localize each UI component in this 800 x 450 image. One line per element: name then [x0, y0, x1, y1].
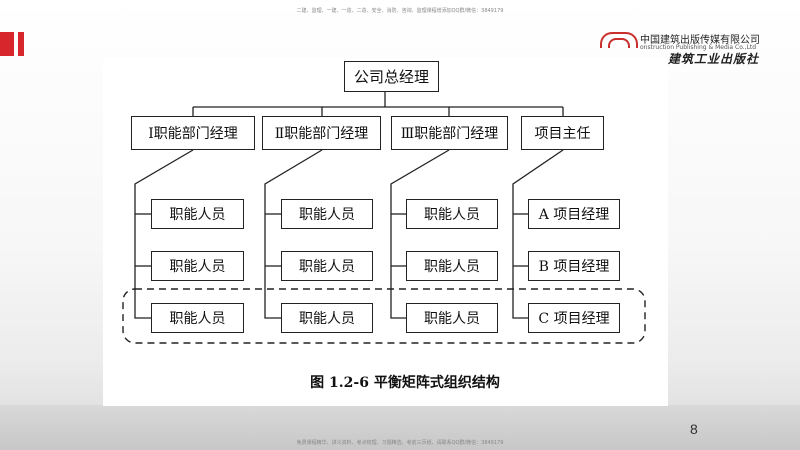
project-manager-label: B 项目经理: [538, 259, 610, 275]
staff-label: 职能人员: [169, 259, 226, 275]
project-manager-label: C 项目经理: [538, 311, 610, 327]
staff-box-c1-r2: 职能人员: [151, 251, 244, 281]
staff-label: 职能人员: [299, 207, 355, 223]
header-note: 二建、监理、一建、一造、二造、安全、消防、咨询、监理课程增添加QQ群/微信：38…: [296, 8, 504, 14]
staff-label: 职能人员: [169, 311, 226, 327]
staff-label: 职能人员: [424, 207, 480, 223]
footer-note: 免费课程精华、讲义资料、考点梳理、习题精选、考前三页纸、请联系QQ群/微信：38…: [296, 440, 504, 446]
staff-box-c1-r1: 职能人员: [151, 199, 244, 229]
col1-spine: [134, 149, 194, 319]
logo-chinese-name: 中国建筑出版传媒有限公司: [640, 35, 760, 46]
dashed-project-group: [122, 288, 646, 344]
staff-label: 职能人员: [424, 259, 480, 275]
dept-box-3: Ⅲ职能部门经理: [391, 116, 508, 150]
dept-box-4: 项目主任: [521, 116, 604, 150]
staff-box-c3-r3: 职能人员: [406, 303, 498, 333]
figure-caption: 图 1.2-6 平衡矩阵式组织结构: [310, 375, 500, 391]
project-manager-label: A 项目经理: [538, 207, 610, 223]
dept-label-3: Ⅲ职能部门经理: [400, 126, 499, 142]
root-box: 公司总经理: [344, 61, 439, 92]
staff-box-c2-r3: 职能人员: [281, 303, 373, 333]
col2-spine: [264, 149, 323, 319]
red-accent-bar: [0, 32, 14, 56]
logo-calligraphy: 建筑工业出版社: [668, 52, 760, 66]
col4-spine: [512, 149, 564, 319]
col3-spine: [390, 149, 450, 319]
dept-box-2: Ⅱ职能部门经理: [262, 116, 381, 150]
project-manager-box-c: C 项目经理: [528, 303, 620, 333]
staff-box-c2-r2: 职能人员: [281, 251, 373, 281]
staff-label: 职能人员: [299, 311, 355, 327]
staff-box-c3-r1: 职能人员: [406, 199, 498, 229]
logo-english-name: onstruction Publishing & Media Co.,Ltd: [640, 44, 757, 51]
staff-label: 职能人员: [299, 259, 355, 275]
red-accent-bar-small: [18, 32, 24, 56]
floor-background: [0, 405, 800, 450]
publisher-logo-icon: [600, 32, 638, 48]
staff-box-c3-r2: 职能人员: [406, 251, 498, 281]
dept-label-1: Ⅰ职能部门经理: [148, 126, 238, 142]
staff-label: 职能人员: [424, 311, 480, 327]
page-number: 8: [690, 421, 698, 437]
staff-label: 职能人员: [169, 207, 226, 223]
root-label: 公司总经理: [353, 68, 429, 86]
publisher-logo: 中国建筑出版传媒有限公司 onstruction Publishing & Me…: [600, 28, 800, 68]
staff-box-c2-r1: 职能人员: [281, 199, 373, 229]
project-manager-box-b: B 项目经理: [528, 251, 620, 281]
staff-box-c1-r3: 职能人员: [151, 303, 244, 333]
dept-box-1: Ⅰ职能部门经理: [131, 116, 255, 150]
project-manager-box-a: A 项目经理: [528, 199, 620, 229]
dept-label-2: Ⅱ职能部门经理: [274, 126, 369, 142]
dept-label-4: 项目主任: [534, 126, 591, 142]
